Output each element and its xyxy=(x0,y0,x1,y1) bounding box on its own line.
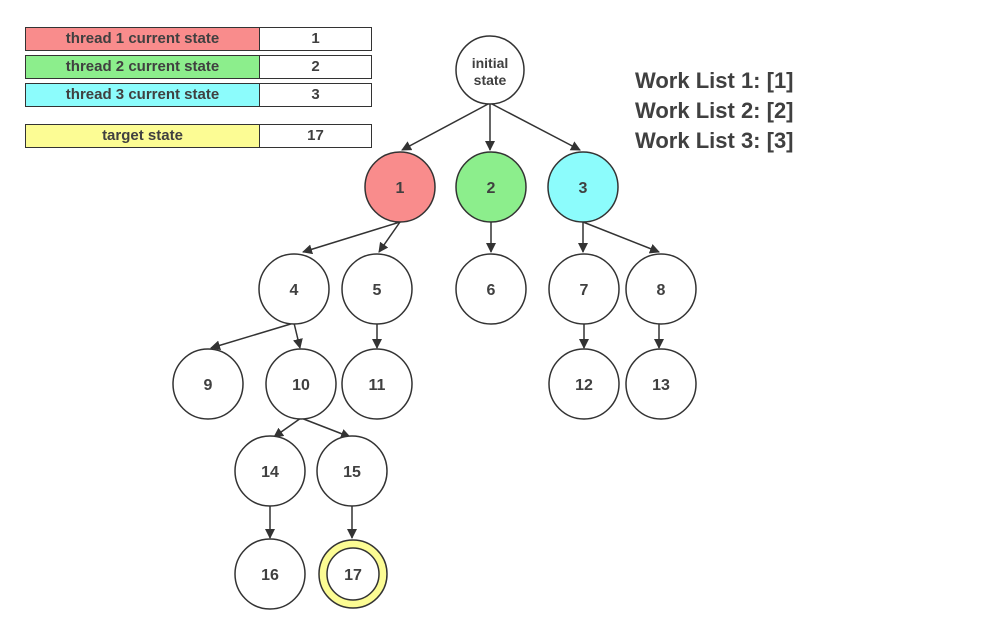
node-17-target: 17 xyxy=(318,539,388,609)
legend-label: thread 2 current state xyxy=(25,55,260,79)
node-root-line1: initial xyxy=(472,55,509,71)
edge-1-5 xyxy=(378,221,401,253)
node-label: 11 xyxy=(369,377,386,394)
edge-1-4 xyxy=(302,221,401,255)
node-3: 3 xyxy=(547,151,619,223)
node-label: 8 xyxy=(657,282,666,299)
node-initial-state: initial state xyxy=(455,35,525,105)
node-label: 3 xyxy=(579,180,588,197)
node-label: 6 xyxy=(487,282,496,299)
legend-row-target: target state 17 xyxy=(25,124,372,148)
node-15: 15 xyxy=(316,435,388,507)
edges xyxy=(210,102,664,539)
legend-label: target state xyxy=(25,124,260,148)
node-8: 8 xyxy=(625,253,697,325)
edge-root-1 xyxy=(401,102,491,151)
node-label: 14 xyxy=(261,464,279,481)
node-label: 15 xyxy=(343,464,361,481)
node-root-line2: state xyxy=(474,72,507,88)
node-label: 16 xyxy=(261,567,279,584)
edge-4-9 xyxy=(210,322,295,351)
node-label: 9 xyxy=(204,377,213,394)
legend-row-thread-3: thread 3 current state 3 xyxy=(25,83,372,107)
node-label: 2 xyxy=(487,180,496,197)
legend-value: 17 xyxy=(260,124,372,148)
node-10: 10 xyxy=(265,348,337,420)
work-list-3: Work List 3: [3] xyxy=(635,128,794,153)
node-label: 10 xyxy=(292,377,310,394)
node-label: 7 xyxy=(580,282,589,299)
edge-10-14 xyxy=(273,417,302,438)
work-list-1: Work List 1: [1] xyxy=(635,68,794,93)
node-7: 7 xyxy=(548,253,620,325)
edge-root-3 xyxy=(489,102,581,151)
node-label: 13 xyxy=(652,377,670,394)
edge-10-15 xyxy=(300,417,351,439)
node-2: 2 xyxy=(455,151,527,223)
node-16: 16 xyxy=(234,538,306,610)
edge-4-10 xyxy=(293,322,303,349)
node-11: 11 xyxy=(341,348,413,420)
node-5: 5 xyxy=(341,253,413,325)
node-label: 12 xyxy=(575,377,593,394)
legend-value: 3 xyxy=(260,83,372,107)
legend-value: 2 xyxy=(260,55,372,79)
node-14: 14 xyxy=(234,435,306,507)
nodes: initial state 1 2 3 4 5 6 7 xyxy=(172,35,697,610)
legend-row-thread-1: thread 1 current state 1 xyxy=(25,27,372,51)
edge-3-8 xyxy=(582,221,660,254)
work-lists: Work List 1: [1] Work List 2: [2] Work L… xyxy=(635,66,794,156)
node-13: 13 xyxy=(625,348,697,420)
node-1: 1 xyxy=(364,151,436,223)
node-label: 4 xyxy=(290,282,299,299)
work-list-2: Work List 2: [2] xyxy=(635,98,794,123)
node-label: 5 xyxy=(373,282,382,299)
node-label: 17 xyxy=(344,567,362,584)
node-9: 9 xyxy=(172,348,244,420)
node-4: 4 xyxy=(258,253,330,325)
legend-value: 1 xyxy=(260,27,372,51)
node-12: 12 xyxy=(548,348,620,420)
node-label: 1 xyxy=(396,180,405,197)
node-6: 6 xyxy=(455,253,527,325)
legend-label: thread 1 current state xyxy=(25,27,260,51)
legend-row-thread-2: thread 2 current state 2 xyxy=(25,55,372,79)
legend-label: thread 3 current state xyxy=(25,83,260,107)
